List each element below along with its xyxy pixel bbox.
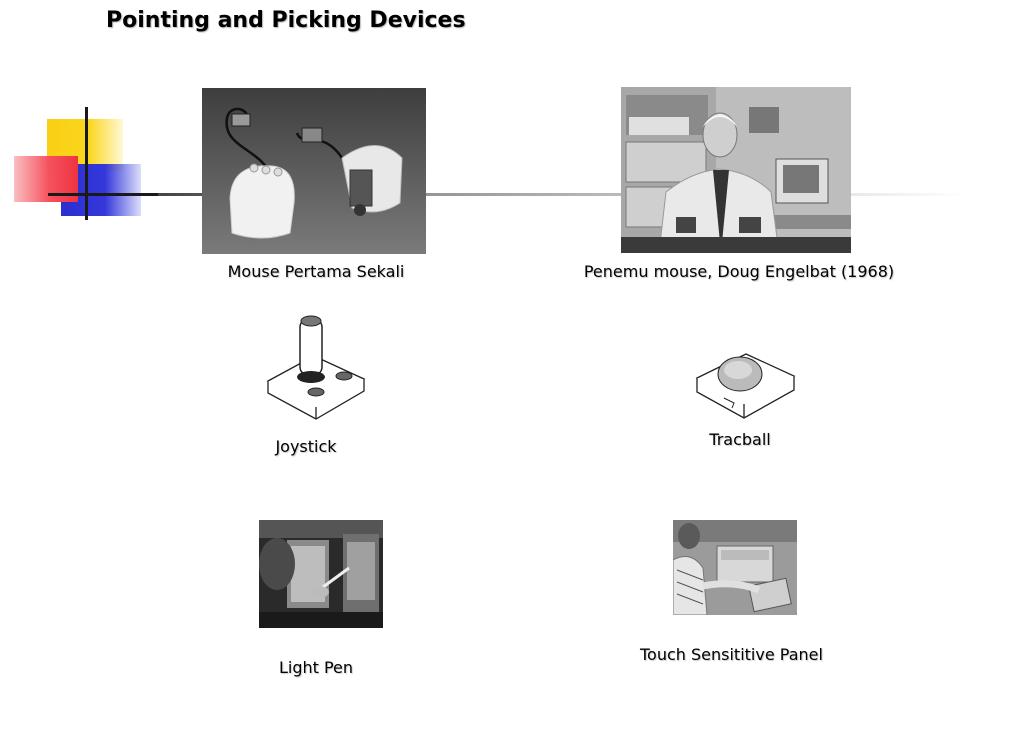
caption-trackball: Tracball: [709, 430, 771, 449]
decorative-horizontal-line: [48, 193, 160, 196]
light-pen-photo: [259, 520, 383, 628]
caption-light-pen: Light Pen: [278, 658, 354, 677]
caption-engelbart: Penemu mouse, Doug Engelbat (1968): [583, 262, 895, 281]
caption-first-mouse: Mouse Pertama Sekali: [227, 262, 405, 281]
caption-joystick: Joystick: [275, 437, 337, 456]
horizontal-rule: [158, 193, 968, 196]
decorative-vertical-line: [85, 107, 88, 220]
engelbart-photo: [621, 87, 851, 253]
touch-panel-photo: [673, 520, 797, 615]
decorative-squares: [0, 100, 160, 230]
first-mouse-photo: [202, 88, 426, 254]
caption-touch-panel: Touch Sensititive Panel: [640, 645, 823, 664]
joystick-drawing: [264, 311, 366, 422]
trackball-drawing: [694, 348, 796, 422]
slide-title: Pointing and Picking Devices: [106, 8, 466, 33]
